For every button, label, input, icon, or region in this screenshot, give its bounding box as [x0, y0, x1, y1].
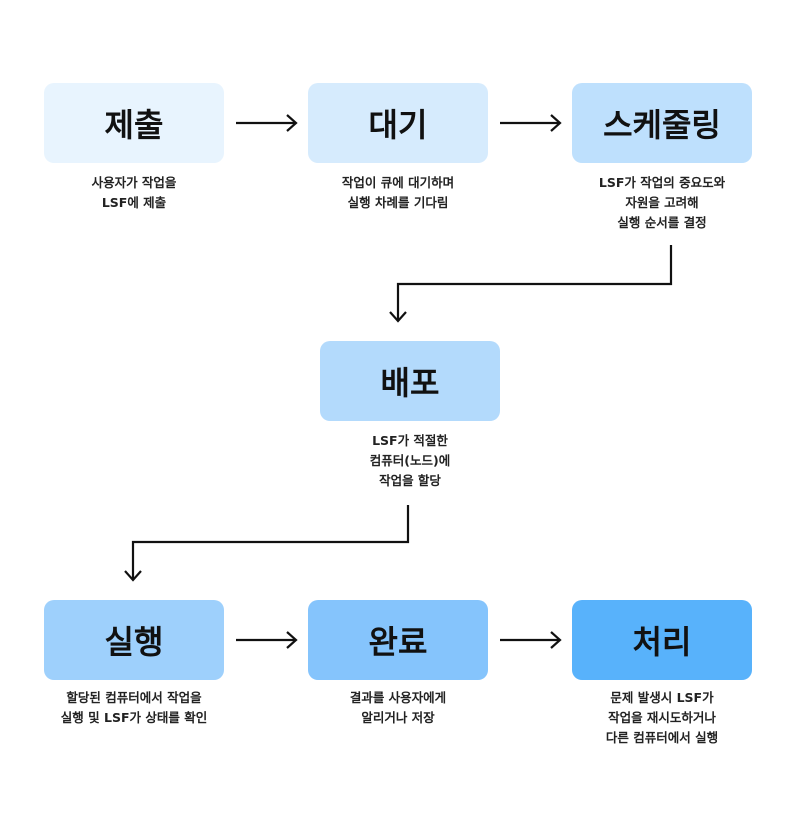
desc-line: 컴퓨터(노드)에 — [369, 453, 451, 468]
step-schedule: 스케줄링 — [572, 83, 752, 163]
arrow-complete-to-handle — [500, 631, 562, 649]
step-complete-label: 완료 — [368, 623, 428, 661]
desc-line: 작업이 큐에 대기하며 — [341, 175, 455, 190]
step-complete: 완료 — [308, 600, 488, 680]
step-wait-desc: 작업이 큐에 대기하며 실행 차례를 기다림 — [298, 173, 498, 213]
desc-line: LSF에 제출 — [101, 195, 167, 210]
desc-line: 작업을 할당 — [379, 473, 441, 488]
step-handle-label: 처리 — [632, 623, 692, 661]
step-schedule-desc: LSF가 작업의 중요도와 자원을 고려해 실행 순서를 결정 — [562, 173, 762, 233]
step-run: 실행 — [44, 600, 224, 680]
desc-line: 자원을 고려해 — [625, 195, 699, 210]
desc-line: 실행 차례를 기다림 — [347, 195, 449, 210]
step-handle: 처리 — [572, 600, 752, 680]
desc-line: 알리거나 저장 — [361, 710, 435, 725]
desc-line: LSF가 작업의 중요도와 — [598, 175, 726, 190]
desc-line: 실행 순서를 결정 — [617, 215, 707, 230]
step-wait: 대기 — [308, 83, 488, 163]
step-submit: 제출 — [44, 83, 224, 163]
desc-line: 결과를 사용자에게 — [349, 690, 447, 705]
step-run-desc: 할당된 컴퓨터에서 작업을 실행 및 LSF가 상태를 확인 — [34, 688, 234, 728]
step-deploy-label: 배포 — [380, 364, 440, 402]
desc-line: 문제 발생시 LSF가 — [610, 690, 714, 705]
step-handle-desc: 문제 발생시 LSF가 작업을 재시도하거나 다른 컴퓨터에서 실행 — [562, 688, 762, 748]
arrow-submit-to-wait — [236, 114, 298, 132]
step-schedule-label: 스케줄링 — [603, 106, 721, 144]
step-run-label: 실행 — [104, 623, 164, 661]
desc-line: 작업을 재시도하거나 — [608, 710, 716, 725]
desc-line: 사용자가 작업을 — [91, 175, 177, 190]
arrow-deploy-to-run — [124, 505, 410, 582]
desc-line: 다른 컴퓨터에서 실행 — [605, 730, 719, 745]
desc-line: 실행 및 LSF가 상태를 확인 — [60, 710, 208, 725]
arrow-run-to-complete — [236, 631, 298, 649]
step-deploy-desc: LSF가 적절한 컴퓨터(노드)에 작업을 할당 — [310, 431, 510, 491]
step-complete-desc: 결과를 사용자에게 알리거나 저장 — [298, 688, 498, 728]
step-submit-desc: 사용자가 작업을 LSF에 제출 — [34, 173, 234, 213]
step-deploy: 배포 — [320, 341, 500, 421]
step-wait-label: 대기 — [368, 106, 428, 144]
desc-line: 할당된 컴퓨터에서 작업을 — [66, 690, 202, 705]
arrow-wait-to-schedule — [500, 114, 562, 132]
desc-line: LSF가 적절한 — [372, 433, 448, 448]
step-submit-label: 제출 — [104, 106, 164, 144]
arrow-schedule-to-deploy — [389, 245, 673, 323]
